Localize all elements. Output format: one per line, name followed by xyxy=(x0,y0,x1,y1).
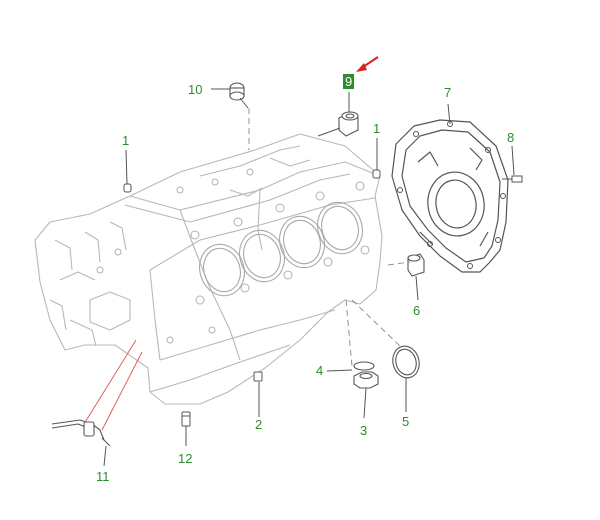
cylinder-bores xyxy=(199,201,363,297)
callout-10: 10 xyxy=(188,82,203,97)
callout-5: 5 xyxy=(402,414,410,429)
callout-6: 6 xyxy=(413,303,421,318)
leader-lines xyxy=(103,88,515,467)
callout-12: 12 xyxy=(178,451,193,466)
part-1-dowel-right xyxy=(372,169,381,179)
part-8-bolt xyxy=(502,175,523,183)
callout-11: 11 xyxy=(96,469,110,484)
part-7-bolt-holes xyxy=(397,121,506,269)
callout-3: 3 xyxy=(360,423,368,438)
cylinder-bore-1 xyxy=(199,243,245,297)
callout-7: 7 xyxy=(444,85,452,100)
cylinder-bore-4 xyxy=(317,201,363,255)
engine-block xyxy=(34,133,383,405)
part-5-core-plug xyxy=(392,345,420,379)
callout-8: 8 xyxy=(507,130,515,145)
part-10-plug xyxy=(229,82,245,101)
part-7-rear-cover xyxy=(391,119,509,273)
guide-lines xyxy=(248,108,411,367)
part-12-stud xyxy=(181,411,191,427)
callout-2: 2 xyxy=(255,417,263,432)
part-4-o-ring xyxy=(353,361,375,371)
part-2-bolt xyxy=(253,371,263,382)
red-arrow-indicator xyxy=(356,56,379,72)
callout-1-left: 1 xyxy=(122,133,130,148)
part-6-dowel-sleeve xyxy=(407,253,425,277)
cylinder-bore-2 xyxy=(239,229,285,283)
callout-4: 4 xyxy=(316,363,324,378)
callout-9-highlighted: 9 xyxy=(343,74,355,89)
part-9-bush xyxy=(338,111,359,137)
head-bolt-holes xyxy=(96,168,370,344)
guide-lines-red xyxy=(83,339,143,431)
callout-1-right: 1 xyxy=(373,121,381,136)
part-11-oil-jet xyxy=(51,419,111,447)
part-3-adaptor xyxy=(353,371,379,389)
part-1-dowel-left xyxy=(123,183,132,193)
